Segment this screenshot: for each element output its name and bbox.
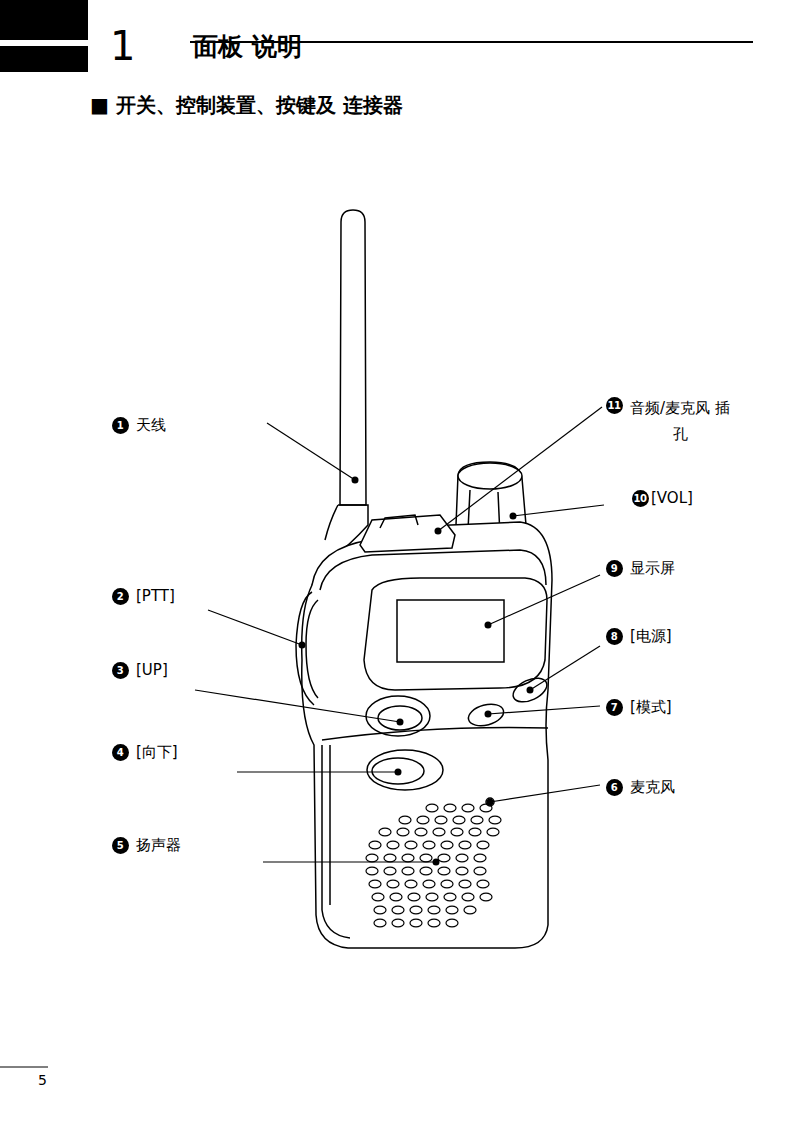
speaker-hole [456,854,468,862]
callout-number: 3 [112,662,129,679]
speaker-hole [446,919,458,927]
part-label: [向下] [136,743,178,761]
speaker-hole [408,893,420,901]
part-label: [PTT] [136,587,175,605]
speaker-hole [474,867,486,875]
speaker-hole [420,867,432,875]
part-label: 麦克风 [630,778,675,796]
speaker-hole [477,841,489,849]
speaker-hole [374,919,386,927]
speaker-hole [384,867,396,875]
speaker-hole [417,816,429,824]
part-label: 天线 [136,416,166,434]
speaker-hole [397,828,409,836]
speaker-hole [366,867,378,875]
speaker-hole [379,828,391,836]
speaker-hole [441,841,453,849]
callout-number: 7 [606,699,623,716]
speaker-hole [384,854,396,862]
speaker-hole [392,919,404,927]
callout-number: 10 [632,490,649,507]
callout-number: 1 [112,417,129,434]
speaker-hole [410,919,422,927]
radio-outline [0,0,753,1067]
speaker-hole [392,906,404,914]
speaker-hole [444,804,456,812]
speaker-hole [369,880,381,888]
speaker-hole [420,854,432,862]
speaker-hole [426,804,438,812]
speaker-hole [402,867,414,875]
speaker-hole [374,906,386,914]
part-label: [UP] [136,661,168,679]
page-number: 5 [38,1072,47,1089]
callout-number: 8 [606,628,623,645]
callout-number: 6 [606,779,623,796]
speaker-hole [387,880,399,888]
speaker-hole [438,854,450,862]
page-title: 面板 说明 [193,32,302,62]
speaker-hole [464,906,476,914]
speaker-hole [405,880,417,888]
speaker-hole [456,867,468,875]
speaker-hole [446,906,458,914]
speaker-hole [402,854,414,862]
speaker-hole [480,804,492,812]
chapter-number: 1 [110,22,135,70]
speaker-hole [390,893,402,901]
section-heading: ■ 开关、控制装置、按键及 连接器 [90,93,403,117]
speaker-hole [453,816,465,824]
speaker-hole [399,816,411,824]
callout-number: 9 [606,560,623,577]
speaker-hole [423,880,435,888]
speaker-hole [433,828,445,836]
speaker-hole [489,816,501,824]
part-label: [电源] [630,627,672,645]
speaker-hole [428,906,440,914]
speaker-hole [438,867,450,875]
speaker-hole [423,841,435,849]
speaker-hole [459,880,471,888]
speaker-hole [471,816,483,824]
speaker-hole [435,816,447,824]
speaker-hole [474,854,486,862]
callout-number: 4 [112,744,129,761]
callout-number: 2 [112,588,129,605]
speaker-hole [487,828,499,836]
part-label: [VOL] [651,489,693,507]
speaker-hole [366,854,378,862]
speaker-hole [469,828,481,836]
part-label: 扬声器 [136,836,181,854]
speaker-hole [462,804,474,812]
speaker-hole [387,841,399,849]
speaker-hole [415,828,427,836]
speaker-hole [369,841,381,849]
speaker-hole [462,893,474,901]
speaker-hole [405,841,417,849]
speaker-hole [480,893,492,901]
callout-number: 5 [112,837,129,854]
speaker-hole [444,893,456,901]
callout-number: 11 [606,397,623,414]
speaker-hole [410,906,422,914]
part-label: 显示屏 [630,559,675,577]
speaker-hole [477,880,489,888]
speaker-hole [459,841,471,849]
speaker-hole [426,893,438,901]
part-label: 音频/麦克风 插孔 [628,395,732,447]
part-label: [模式] [630,698,672,716]
speaker-hole [372,893,384,901]
speaker-hole [441,880,453,888]
speaker-hole [428,919,440,927]
speaker-hole [451,828,463,836]
